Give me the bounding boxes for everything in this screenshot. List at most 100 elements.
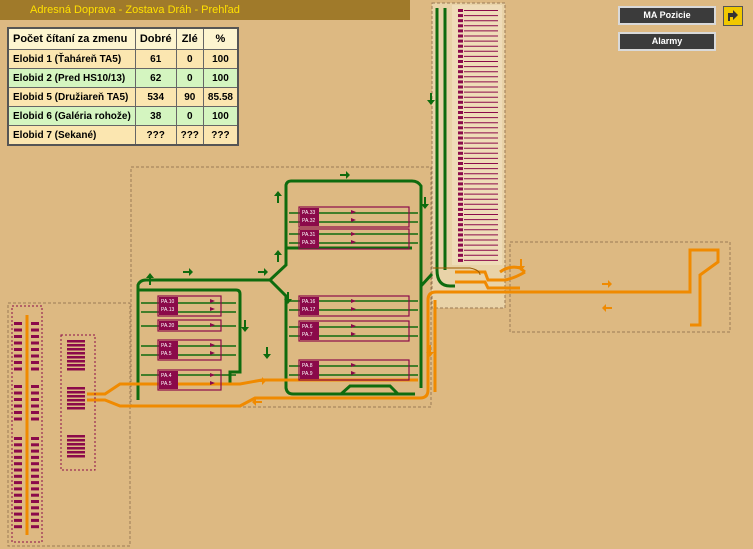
machine-label: PA.6	[302, 324, 313, 330]
arrow-right-icon	[351, 210, 356, 214]
rack-slot	[458, 141, 463, 145]
machine-label: PA.7	[302, 332, 313, 338]
buffer-slot	[31, 506, 39, 510]
rack-slot	[458, 19, 463, 23]
arrow-right-icon	[210, 351, 215, 355]
buffer-slot	[14, 417, 22, 421]
rack-slot	[458, 85, 463, 89]
buffer-slot	[14, 361, 22, 364]
buffer-slot	[14, 481, 22, 485]
arrow-right-icon	[256, 377, 266, 385]
row-label: Elobid 7 (Sekané)	[7, 125, 136, 146]
rack-slot	[458, 253, 463, 257]
rack-slot	[458, 100, 463, 104]
rack-slot	[458, 192, 463, 196]
arrow-right-icon	[210, 373, 215, 377]
row-label: Elobid 2 (Pred HS10/13)	[7, 68, 136, 88]
buffer-slot	[31, 443, 39, 447]
buffer-slot	[31, 354, 39, 358]
buffer-slot	[31, 449, 39, 453]
row-bad: 0	[175, 49, 204, 69]
machine-box[interactable]: PA.6PA.7	[298, 320, 410, 342]
arrow-right-icon	[340, 171, 350, 179]
buffer-slot	[14, 391, 22, 395]
rack-slot	[458, 90, 463, 94]
rack-slot	[458, 197, 463, 201]
buffer-slot	[67, 443, 85, 446]
table-row: Elobid 7 (Sekané) ??? ??? ???	[7, 125, 239, 146]
area-center	[130, 166, 432, 408]
rack-slot	[458, 49, 463, 53]
rack-slot	[458, 126, 463, 130]
rack-slot	[458, 131, 463, 135]
row-percent: ???	[202, 125, 239, 146]
arrow-right-icon	[351, 299, 356, 303]
buffer-slot	[14, 385, 22, 388]
row-percent: 100	[202, 68, 239, 88]
buffer-slot	[67, 451, 85, 454]
buffer-slot	[31, 417, 39, 421]
arrow-right-icon	[351, 332, 356, 336]
buffer-slot	[67, 395, 85, 398]
buffer-slot	[31, 455, 39, 459]
buffer-slot	[31, 487, 39, 491]
rack-slot	[458, 202, 463, 206]
area-right	[509, 241, 731, 333]
arrow-down-icon	[241, 320, 249, 332]
area-left	[7, 302, 131, 547]
buffer-slot	[14, 348, 22, 351]
arrow-left-icon	[602, 304, 612, 312]
machine-box[interactable]: PA.2PA.5	[157, 339, 222, 361]
green-tracks	[136, 8, 455, 400]
row-percent: 100	[202, 106, 239, 126]
rack-slot	[458, 75, 463, 79]
arrow-down-icon	[427, 93, 435, 105]
row-label: Elobid 1 (Ťaháreň TA5)	[7, 49, 136, 69]
buffer-slot	[14, 354, 22, 358]
machine-label: PA.9	[302, 371, 313, 377]
buffer-slot	[31, 367, 39, 371]
buffer-slot	[14, 398, 22, 401]
rack-slot	[458, 70, 463, 74]
machine-label: PA.32	[302, 218, 315, 224]
buffer-slot	[14, 322, 22, 325]
rack-slot	[458, 243, 463, 247]
row-percent: 100	[202, 49, 239, 69]
buffer-slot	[14, 462, 22, 466]
orange-tracks	[25, 248, 720, 535]
exit-icon[interactable]	[723, 6, 743, 26]
ma-pozicie-button[interactable]: MA Pozicie	[618, 6, 716, 25]
arrow-right-icon	[351, 324, 356, 328]
machine-label: PA.16	[302, 299, 315, 305]
buffer-slot	[67, 368, 85, 371]
buffer-slot	[14, 437, 22, 440]
window-title: Adresná Doprava - Zostava Dráh - Prehľad	[0, 0, 410, 20]
machine-box[interactable]: PA.8PA.9	[298, 359, 410, 381]
buffer-slot	[31, 525, 39, 529]
machine-box[interactable]: PA.20	[157, 319, 222, 332]
rack-slot	[458, 121, 463, 125]
machine-box[interactable]: PA.4PA.5	[157, 369, 222, 391]
alarmy-button[interactable]: Alarmy	[618, 32, 716, 51]
arrow-right-icon	[210, 299, 215, 303]
header-percent: %	[202, 27, 239, 50]
buffer-slot	[67, 352, 85, 355]
machine-label: PA.8	[302, 363, 313, 369]
buffer-area	[11, 305, 43, 543]
buffer-slot	[67, 455, 85, 458]
arrow-up-icon	[146, 273, 154, 285]
arrow-right-icon	[351, 232, 356, 236]
rack-slot	[458, 172, 463, 176]
rack-slot	[458, 228, 463, 232]
buffer-slot	[14, 512, 22, 516]
buffer-slot	[31, 391, 39, 395]
buffer-slot	[31, 474, 39, 478]
rack-slot	[458, 9, 463, 12]
rack-slot	[458, 151, 463, 155]
rack-slot	[458, 24, 463, 28]
buffer-slot	[67, 387, 85, 390]
